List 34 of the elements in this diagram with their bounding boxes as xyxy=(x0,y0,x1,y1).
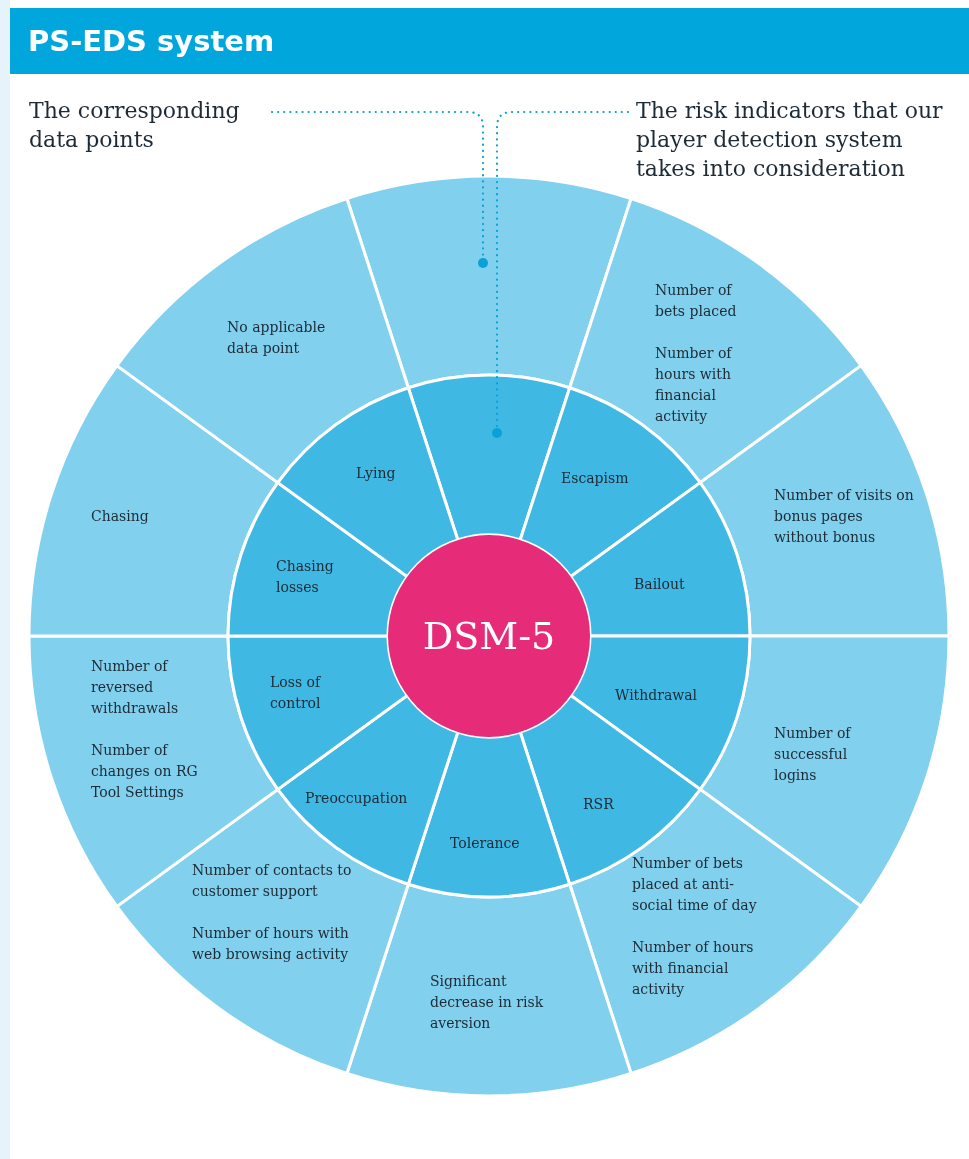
risk-indicator-segment xyxy=(226,481,409,638)
center-label: DSM-5 xyxy=(422,613,556,660)
segment-label: Preoccupation xyxy=(305,789,408,808)
segment-label: Number of reversed withdrawals xyxy=(91,657,180,718)
segment-label: Number of changes on RG Tool Settings xyxy=(91,741,199,802)
segment-label: Lying xyxy=(356,464,396,483)
segment-label: Number of hours with financial activity xyxy=(655,344,734,426)
annotation-text: The corresponding data points xyxy=(29,96,264,154)
segment-label: Number of hours with financial activity xyxy=(632,938,755,999)
segment-label: Escapism xyxy=(561,469,629,488)
segment-label: Withdrawal xyxy=(615,686,698,705)
segment-label: Number of bets placed xyxy=(655,281,738,321)
segment-label: Loss of control xyxy=(270,673,322,713)
segment-label: Number of hours with web browsing activity xyxy=(192,924,350,964)
segment-label: Bailout xyxy=(634,575,685,594)
risk-indicator-segment xyxy=(569,634,752,791)
center-circle xyxy=(388,535,590,737)
segment-label: Significant decrease in risk aversion xyxy=(430,972,545,1033)
segment-label: Number of visits on bonus pages without bonus xyxy=(774,486,914,547)
title-banner: PS-EDS system xyxy=(10,8,969,74)
leader-line xyxy=(270,110,488,268)
annotation-text: The risk indicators that our player detection system takes into consideration xyxy=(636,96,966,183)
segment-label: Chasing xyxy=(91,507,149,526)
leader-line xyxy=(492,110,630,438)
segment-label: Tolerance xyxy=(450,834,520,853)
risk-indicator-segment xyxy=(406,730,572,898)
segment-label: Number of successful logins xyxy=(774,724,853,785)
risk-indicator-segment xyxy=(276,386,460,579)
segment-label: Chasing losses xyxy=(276,557,335,597)
data-point-segment xyxy=(115,197,410,485)
segment-label: No applicable data point xyxy=(227,318,327,358)
segment-label: Number of contacts to customer support xyxy=(192,861,353,901)
segment-label: RSR xyxy=(583,795,614,814)
segment-label: Number of bets placed at anti-social time of day xyxy=(632,854,757,915)
